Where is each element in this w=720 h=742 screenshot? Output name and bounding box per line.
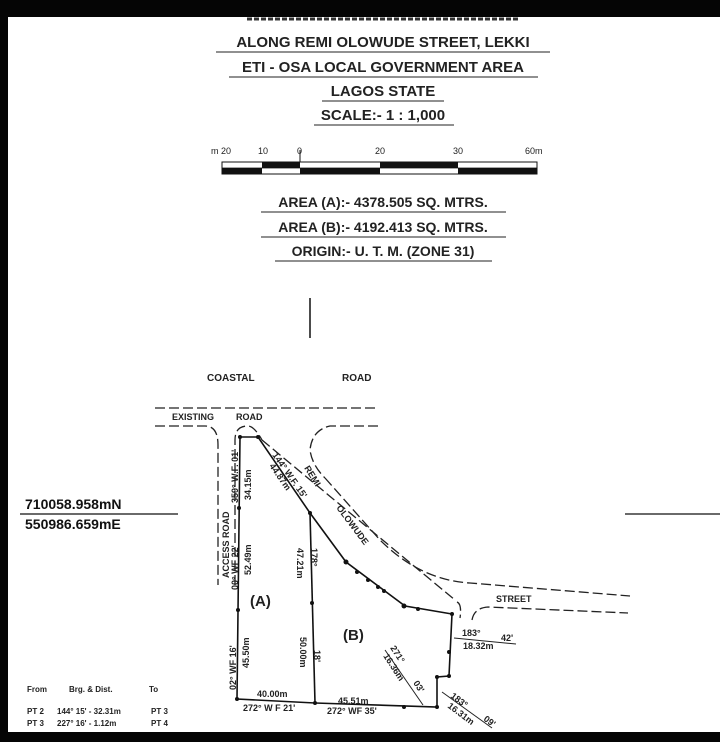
svg-text:178°: 178° [309,548,319,567]
svg-text:183°: 183° [462,628,481,638]
svg-text:47.21m: 47.21m [295,548,305,579]
svg-text:30: 30 [453,146,463,156]
svg-text:EXISTING: EXISTING [172,412,214,422]
svg-text:ROAD: ROAD [236,412,263,422]
svg-text:10: 10 [258,146,268,156]
title-line-1: ALONG REMI OLOWUDE STREET, LEKKI [236,34,529,51]
svg-text:40.00m: 40.00m [257,689,288,699]
svg-text:359° W.F. 01': 359° W.F. 01' [230,450,240,503]
svg-text:PT 2: PT 2 [27,707,44,716]
svg-text:42': 42' [501,633,513,643]
svg-text:18': 18' [312,650,322,662]
svg-text:09': 09' [482,714,498,729]
top-black-band [0,0,720,17]
svg-text:To: To [149,685,158,694]
svg-text:272° WF 35': 272° WF 35' [327,706,377,716]
bearing-table: From Brg. & Dist. To PT 2 144° 15' - 32.… [27,685,168,728]
svg-text:From: From [27,685,47,694]
svg-text:45.50m: 45.50m [241,637,251,668]
svg-text:272° W F 21': 272° W F 21' [243,703,295,713]
svg-text:ACCESS ROAD: ACCESS ROAD [221,511,231,578]
area-block: AREA (A):- 4378.505 SQ. MTRS. AREA (B):-… [261,194,506,262]
origin-text: ORIGIN:- U. T. M. (ZONE 31) [292,243,475,259]
svg-text:18.32m: 18.32m [463,641,494,651]
svg-text:ROAD: ROAD [342,373,371,384]
parcel-boundaries: (A) (B) [235,435,454,709]
title-line-3: LAGOS STATE [331,83,435,100]
svg-text:34.15m: 34.15m [243,469,253,500]
area-a: AREA (A):- 4378.505 SQ. MTRS. [278,194,488,210]
northing: 710058.958mN [25,496,122,512]
svg-text:45.51m: 45.51m [338,696,369,706]
svg-text:PT 3: PT 3 [151,707,168,716]
bottom-black-band [0,732,720,742]
parcel-b-label: (B) [343,627,364,644]
title-line-2: ETI - OSA LOCAL GOVERNMENT AREA [242,59,524,76]
left-border [0,0,8,742]
svg-text:60m: 60m [525,146,543,156]
svg-text:m 20: m 20 [211,146,231,156]
scale-bar: m 20 10 0 20 30 60m [211,146,543,175]
svg-text:52.49m: 52.49m [243,544,253,575]
svg-text:STREET: STREET [496,594,532,604]
svg-text:Brg. & Dist.: Brg. & Dist. [69,685,113,694]
bearing-labels: 359° W.F. 01' 34.15m 00° WF 22' 52.49m 0… [228,450,517,729]
svg-text:COASTAL: COASTAL [207,373,255,384]
easting: 550986.659mE [25,516,121,532]
svg-text:02° WF 16': 02° WF 16' [228,645,238,690]
origin-coordinates: 710058.958mN 550986.659mE [20,496,720,532]
svg-text:PT 4: PT 4 [151,719,168,728]
roads: COASTAL ROAD EXISTING ROAD ACCESS ROAD R… [155,373,631,621]
svg-text:20: 20 [375,146,385,156]
parcel-a-label: (A) [250,593,271,610]
area-b: AREA (B):- 4192.413 SQ. MTRS. [278,219,488,235]
scale-text: SCALE:- 1 : 1,000 [321,107,445,124]
svg-text:PT 3: PT 3 [27,719,44,728]
svg-text:50.00m: 50.00m [298,637,308,668]
title-block: ALONG REMI OLOWUDE STREET, LEKKI ETI - O… [216,34,550,126]
svg-text:144° 15' - 32.31m: 144° 15' - 32.31m [57,707,121,716]
svg-text:227° 16' - 1.12m: 227° 16' - 1.12m [57,719,116,728]
svg-text:00° WF 22': 00° WF 22' [230,545,240,590]
